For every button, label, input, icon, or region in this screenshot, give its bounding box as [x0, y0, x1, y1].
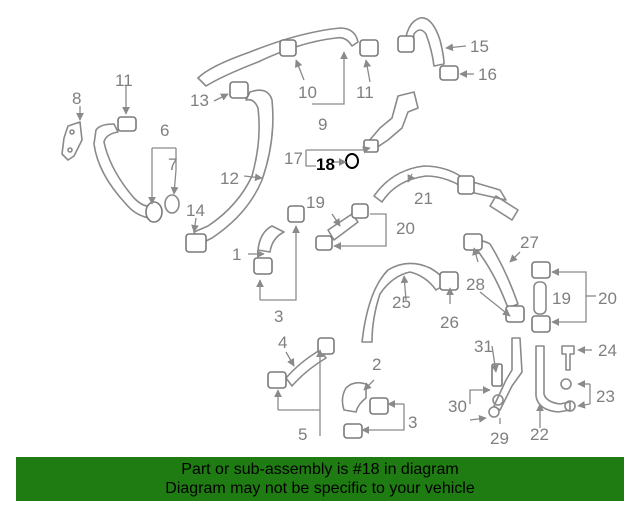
callout-20-right[interactable]: 20 — [598, 289, 617, 308]
parts-diagram: 8 11 6 7 13 12 14 10 11 9 15 16 17 18 21… — [61, 17, 617, 448]
callout-25[interactable]: 25 — [392, 293, 411, 312]
pipe-22 — [535, 345, 576, 413]
hose-19-right — [531, 261, 551, 333]
hose-1 — [253, 205, 305, 275]
callout-22[interactable]: 22 — [530, 425, 549, 444]
callout-15[interactable]: 15 — [470, 37, 489, 56]
footer-line-1: Part or sub-assembly is #18 in diagram — [181, 461, 459, 478]
footer-line-2: Diagram may not be specific to your vehi… — [165, 480, 475, 497]
callout-31[interactable]: 31 — [474, 337, 493, 356]
callout-3-lower[interactable]: 3 — [408, 413, 417, 432]
o-ring-18 — [345, 153, 359, 169]
hose-6 — [93, 123, 163, 223]
callout-8[interactable]: 8 — [72, 89, 81, 108]
callout-21[interactable]: 21 — [414, 189, 433, 208]
callout-11-left[interactable]: 11 — [115, 71, 133, 90]
callout-29[interactable]: 29 — [490, 429, 509, 448]
callout-27[interactable]: 27 — [520, 233, 539, 252]
callouts: 8 11 6 7 13 12 14 10 11 9 15 16 17 18 21… — [72, 37, 617, 448]
clamp-11-right — [359, 39, 379, 57]
callout-11-right[interactable]: 11 — [356, 83, 374, 102]
callout-4[interactable]: 4 — [278, 333, 287, 352]
hose-19 — [315, 203, 369, 251]
clamp-10 — [279, 39, 297, 57]
upper-hose — [197, 27, 359, 87]
callout-24[interactable]: 24 — [598, 341, 617, 360]
hose-12 — [193, 89, 274, 245]
clamp-13 — [229, 81, 249, 99]
callout-5[interactable]: 5 — [298, 425, 307, 444]
callout-3-upper[interactable]: 3 — [274, 307, 283, 326]
bracket-8 — [61, 121, 83, 161]
clamp-11-left — [117, 116, 137, 132]
clamp-16 — [439, 65, 459, 81]
callout-23[interactable]: 23 — [596, 387, 615, 406]
callout-19-right[interactable]: 19 — [552, 289, 571, 308]
callout-19[interactable]: 19 — [306, 193, 325, 212]
callout-13[interactable]: 13 — [190, 91, 209, 110]
pipe-21 — [373, 165, 519, 221]
callout-12[interactable]: 12 — [220, 169, 239, 188]
callout-18[interactable]: 18 — [316, 155, 335, 174]
callout-9[interactable]: 9 — [318, 115, 327, 134]
callout-17[interactable]: 17 — [284, 149, 303, 168]
callout-2[interactable]: 2 — [372, 355, 381, 374]
callout-28[interactable]: 28 — [466, 275, 485, 294]
hose-25 — [361, 262, 459, 343]
callout-30[interactable]: 30 — [448, 397, 467, 416]
pipe-15 — [397, 17, 445, 67]
leader-lines — [76, 43, 596, 436]
o-ring-7 — [164, 194, 180, 214]
callout-16[interactable]: 16 — [478, 65, 497, 84]
callout-1[interactable]: 1 — [232, 245, 241, 264]
callout-20[interactable]: 20 — [396, 219, 415, 238]
callout-14[interactable]: 14 — [186, 201, 205, 220]
clamp-14 — [185, 233, 207, 253]
callout-26[interactable]: 26 — [440, 313, 459, 332]
callout-7[interactable]: 7 — [168, 155, 177, 174]
hose-27 — [463, 233, 525, 323]
footer-banner: Part or sub-assembly is #18 in diagram D… — [16, 457, 624, 501]
pipe-29 — [488, 337, 523, 418]
callout-6[interactable]: 6 — [160, 121, 169, 140]
pipe-17 — [363, 91, 419, 153]
callout-10[interactable]: 10 — [298, 83, 317, 102]
